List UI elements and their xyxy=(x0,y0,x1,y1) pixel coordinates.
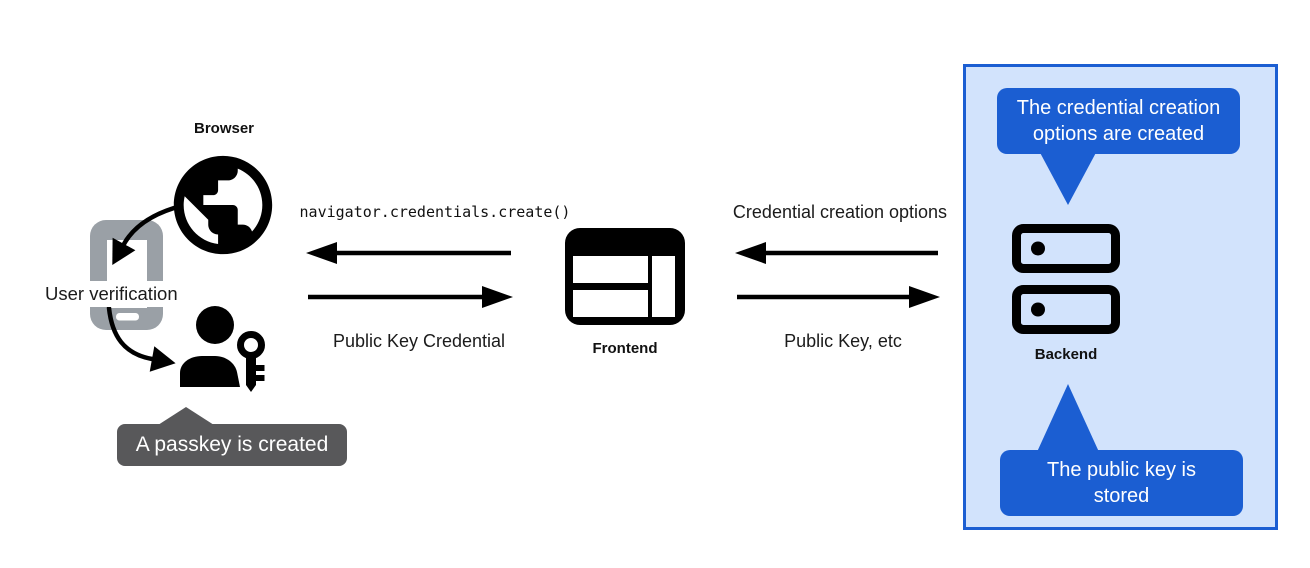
browser-label: Browser xyxy=(193,120,255,137)
browser-window-icon xyxy=(565,228,685,325)
passkey-created-callout: A passkey is created xyxy=(117,424,347,466)
public-key-credential-label: Public Key Credential xyxy=(332,331,506,351)
frontend-label: Frontend xyxy=(592,340,658,357)
passkey-callout-tail xyxy=(158,407,214,425)
credential-creation-options-label: Credential creation options xyxy=(732,202,948,222)
globe-icon xyxy=(173,155,273,255)
arrow-browser-to-frontend xyxy=(308,286,513,308)
options-created-callout: The credential creation options are crea… xyxy=(997,88,1240,154)
credentials-create-label: navigator.credentials.create() xyxy=(299,203,571,221)
verification-flow-arrows xyxy=(106,205,177,372)
stored-callout-tail xyxy=(1037,384,1099,452)
user-passkey-icon xyxy=(180,306,265,392)
backend-label: Backend xyxy=(1034,346,1098,363)
options-callout-tail xyxy=(1037,147,1099,205)
arrow-backend-to-frontend xyxy=(735,242,938,264)
user-verification-label: User verification xyxy=(42,281,181,307)
arrow-frontend-to-backend xyxy=(737,286,940,308)
public-key-stored-callout: The public key is stored xyxy=(1000,450,1243,516)
public-key-etc-label: Public Key, etc xyxy=(784,331,902,351)
server-stack-icon xyxy=(1012,224,1120,334)
arrow-frontend-to-browser xyxy=(306,242,511,264)
